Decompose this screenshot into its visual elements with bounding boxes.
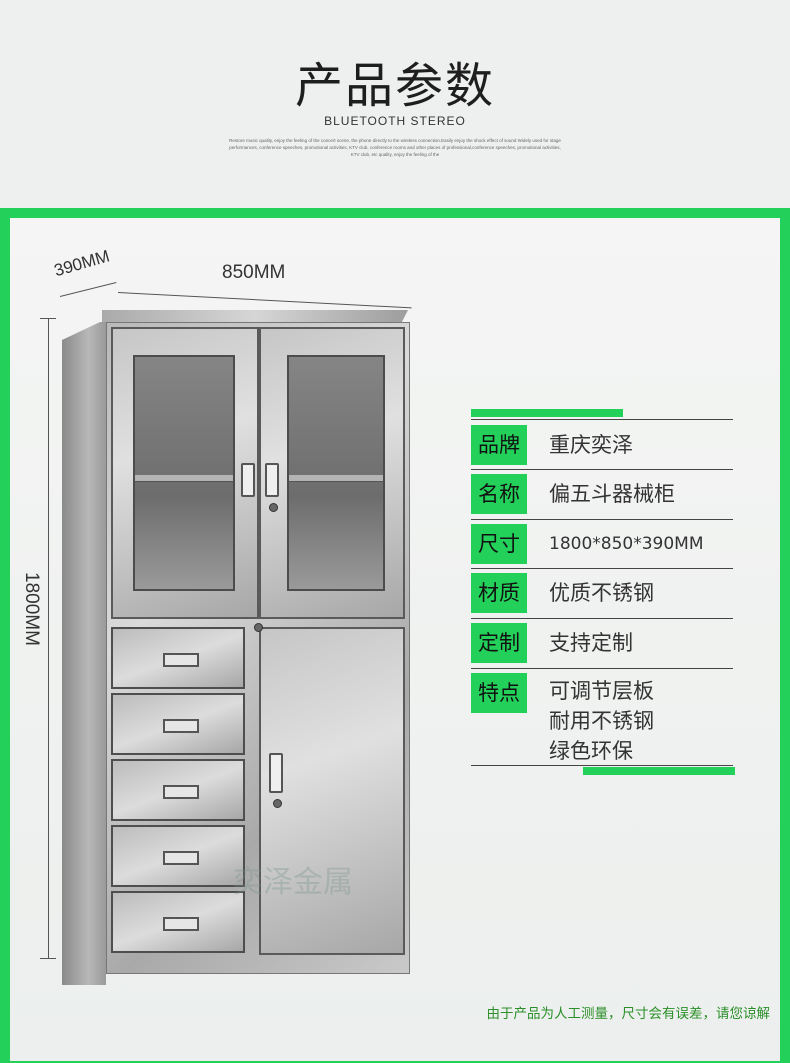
spec-label: 尺寸: [471, 524, 527, 564]
right-glass-door: [259, 327, 405, 619]
measurement-note: 由于产品为人工测量，尺寸会有误差，请您谅解: [486, 1006, 771, 1022]
spec-label: 品牌: [471, 425, 527, 465]
spec-value: 支持定制: [549, 631, 633, 655]
row-divider: [471, 618, 733, 619]
page-title: 产品参数: [294, 58, 495, 114]
lower-door-handle: [269, 753, 283, 793]
upper-lock: [269, 503, 278, 512]
spec-top-accent-bar: [471, 409, 623, 417]
shelf: [135, 475, 233, 482]
lower-right-door: 奕泽金属: [233, 627, 405, 955]
cabinet-top: [102, 310, 408, 322]
feature-line: 耐用不锈钢: [549, 709, 654, 733]
right-door-handle: [265, 463, 279, 497]
spec-bottom-accent-bar: [583, 767, 735, 775]
spec-value: 优质不锈钢: [549, 581, 654, 605]
spec-value: 重庆奕泽: [549, 433, 633, 457]
spec-value: 偏五斗器械柜: [549, 482, 675, 506]
drawer-5: [111, 891, 245, 953]
cabinet-side: [62, 322, 106, 985]
height-dimension-line: [48, 318, 49, 958]
cabinet-front: 奕泽金属: [106, 322, 410, 974]
row-divider: [471, 568, 733, 569]
drawer-1: [111, 627, 245, 689]
spec-label: 特点: [471, 673, 527, 713]
left-glass-door: [111, 327, 259, 619]
row-divider: [471, 519, 733, 520]
feature-line: 可调节层板: [549, 679, 654, 703]
spec-top-line: [471, 419, 733, 420]
drawer-handle: [163, 851, 199, 865]
drawer-4: [111, 825, 245, 887]
drawer-lock: [254, 623, 263, 632]
right-glass-panel: [287, 355, 385, 591]
left-glass-panel: [133, 355, 235, 591]
drawer-handle: [163, 917, 199, 931]
watermark-text: 奕泽金属: [233, 865, 353, 900]
height-tick-top: [40, 318, 56, 319]
spec-label: 定制: [471, 623, 527, 663]
spec-label: 名称: [471, 474, 527, 514]
left-door-handle: [241, 463, 255, 497]
description-text: Restore music quality, enjoy the feeling…: [229, 138, 561, 157]
width-label: 850MM: [222, 262, 286, 283]
row-divider: [471, 469, 733, 470]
spec-value-lines: 可调节层板 耐用不锈钢 绿色环保: [549, 676, 733, 766]
shelf: [289, 475, 383, 482]
height-label: 1800MM: [21, 572, 42, 646]
drawer-2: [111, 693, 245, 755]
feature-line: 绿色环保: [549, 739, 633, 763]
spec-label: 材质: [471, 573, 527, 613]
drawer-3: [111, 759, 245, 821]
page-subtitle: BLUETOOTH STEREO: [324, 114, 466, 128]
header-section: 产品参数 BLUETOOTH STEREO Restore music qual…: [0, 0, 790, 208]
spec-value: 1800*850*390MM: [549, 534, 704, 554]
row-divider: [471, 668, 733, 669]
drawer-handle: [163, 785, 199, 799]
drawer-handle: [163, 719, 199, 733]
cabinet-illustration: 奕泽金属: [62, 310, 412, 985]
height-tick-bottom: [40, 958, 56, 959]
drawer-handle: [163, 653, 199, 667]
spec-bottom-line: [471, 765, 733, 766]
lower-lock: [273, 799, 282, 808]
